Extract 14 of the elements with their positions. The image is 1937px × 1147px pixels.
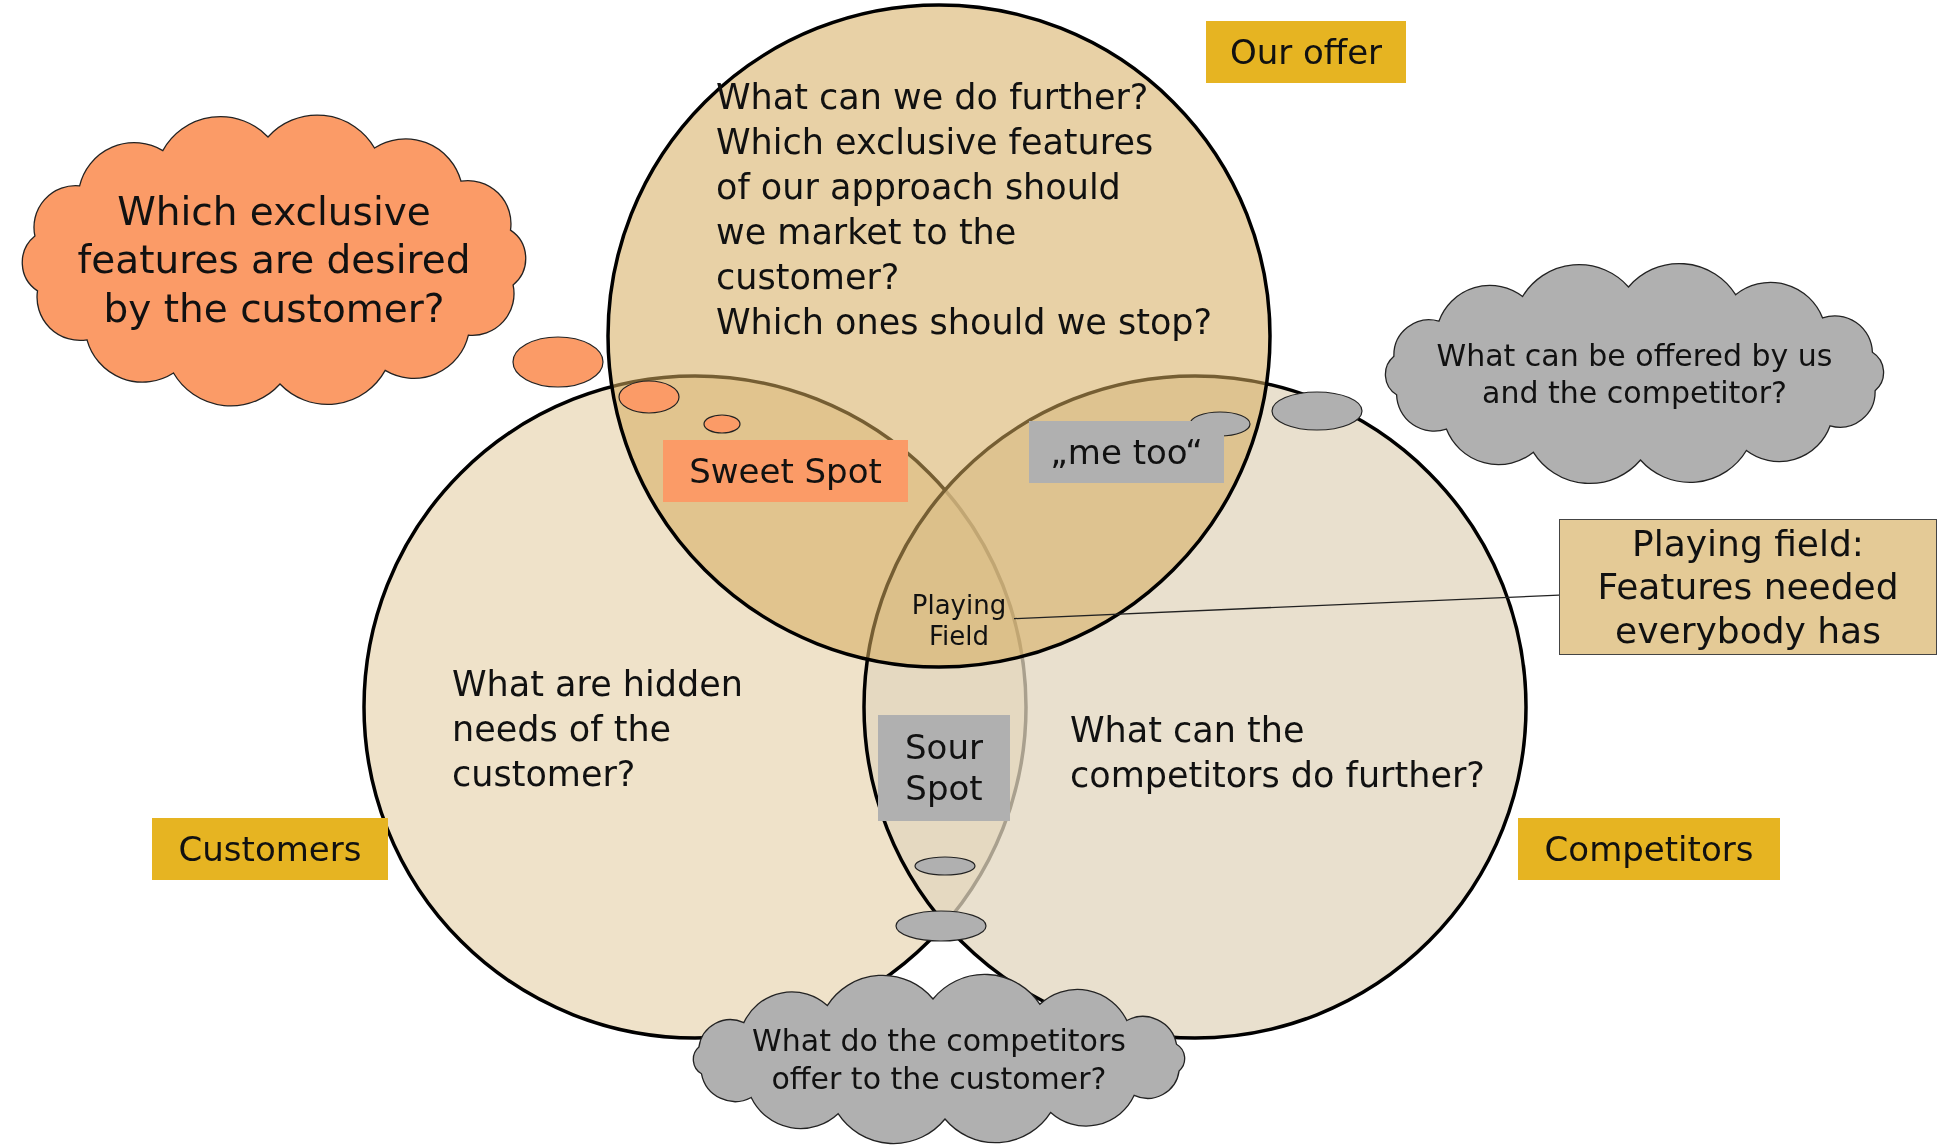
question-text: What do the competitors offer to the customer? bbox=[751, 1021, 1127, 1097]
question-text: What can the competitors do further? bbox=[1070, 709, 1486, 797]
highlight-label: „me too“ bbox=[1029, 421, 1224, 483]
annotation-text: Playing Field bbox=[904, 586, 1014, 656]
question-text: What are hidden needs of the customer? bbox=[452, 663, 744, 796]
question-text: Which exclusive features are desired by the customer? bbox=[76, 187, 472, 333]
highlight-label: Sweet Spot bbox=[663, 440, 908, 502]
leader-line bbox=[1013, 594, 1560, 620]
question-text: What can be offered by us and the competitor? bbox=[1435, 336, 1834, 411]
highlight-label: Sour Spot bbox=[878, 715, 1010, 821]
category-label: Customers bbox=[152, 818, 388, 880]
category-label: Our offer bbox=[1206, 21, 1406, 83]
callout-box: Playing field: Features needed everybody has bbox=[1559, 519, 1937, 655]
category-label: Competitors bbox=[1518, 818, 1780, 880]
